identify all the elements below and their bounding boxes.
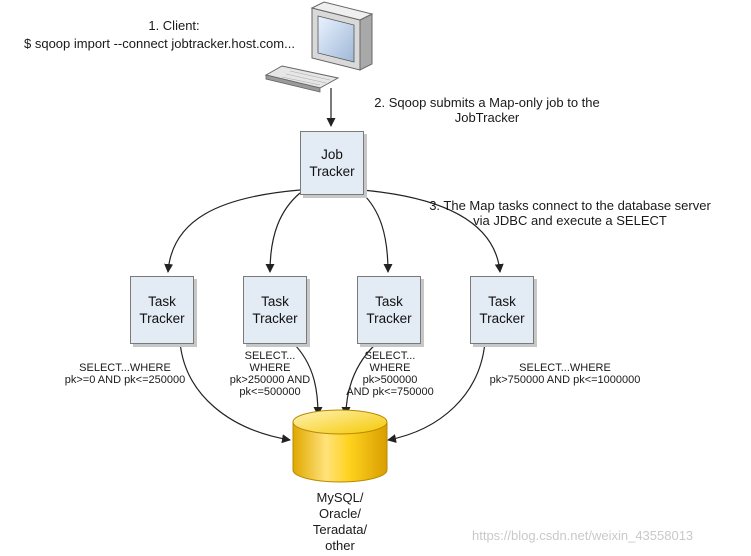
arrow-jobtracker-to-task-2 <box>265 192 301 273</box>
step-3-text: 3. The Map tasks connect to the database… <box>429 198 711 228</box>
step-2-text: 2. Sqoop submits a Map-only job to the J… <box>374 95 600 125</box>
arrow-task-1-to-db <box>179 341 291 444</box>
task-tracker-4: Task Tracker <box>470 276 534 344</box>
task-tracker-1: Task Tracker <box>130 276 194 344</box>
database-label: MySQL/ Oracle/ Teradata/ other <box>312 490 368 553</box>
query-text-1: SELECT...WHERE pk>=0 AND pk<=250000 <box>64 362 186 386</box>
client-step-label: 1. Client: <box>148 18 200 33</box>
arrow-task-2-to-db <box>291 341 323 416</box>
database-icon <box>292 409 388 483</box>
client-command: $ sqoop import --connect jobtracker.host… <box>24 36 295 51</box>
task-tracker-3: Task Tracker <box>357 276 421 344</box>
arrow-jobtracker-to-task-3 <box>361 192 393 273</box>
query-text-2: SELECT... WHERE pk>250000 AND pk<=500000 <box>229 350 311 398</box>
arrow-task-4-to-db <box>387 341 486 443</box>
task-tracker-2: Task Tracker <box>243 276 307 344</box>
arrow-task-3-to-db <box>341 341 379 416</box>
job-tracker-box: Job Tracker <box>300 131 364 195</box>
arrow-jobtracker-to-task-1 <box>164 189 301 273</box>
query-text-3: SELECT... WHERE pk>500000 AND pk<=750000 <box>346 350 434 398</box>
arrow-jobtracker-to-task-4 <box>361 189 504 273</box>
query-text-4: SELECT...WHERE pk>750000 AND pk<=1000000 <box>489 362 641 386</box>
computer-icon <box>264 1 374 93</box>
watermark: https://blog.csdn.net/weixin_43558013 <box>472 528 694 543</box>
